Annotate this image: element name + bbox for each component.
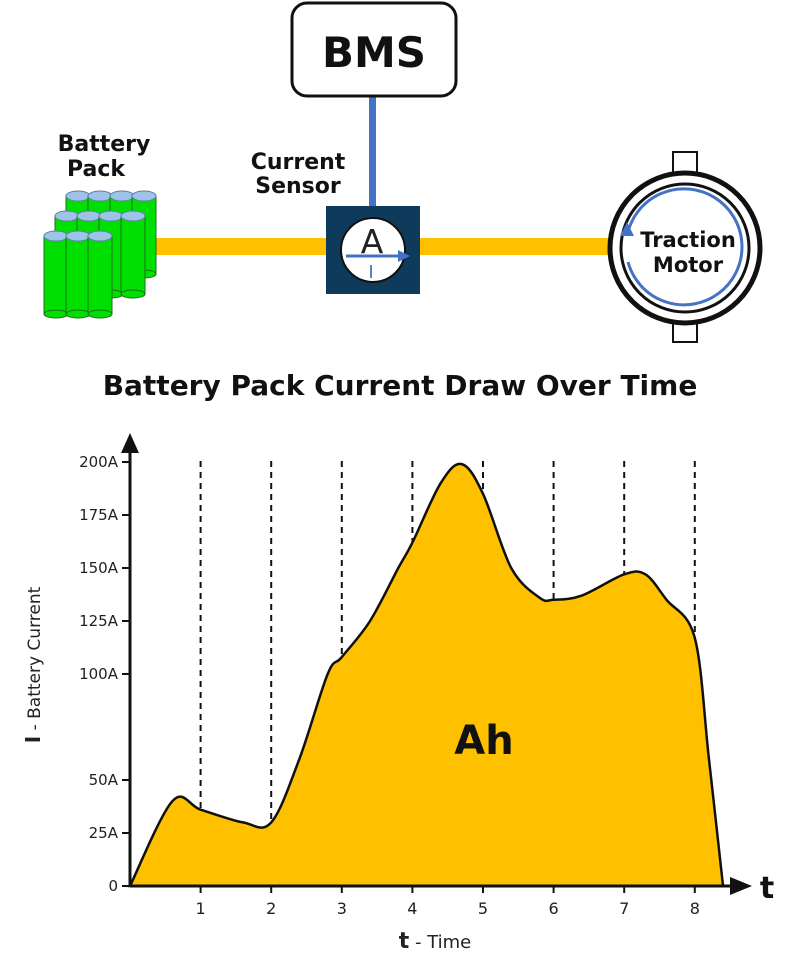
system-diagram: BMS A I Current Sensor Battery Pack Trac… <box>43 1 763 343</box>
current-sensor-label-line1: Current <box>251 150 346 175</box>
battery-cell <box>65 230 91 319</box>
y-axis-label: I - Battery Current <box>21 586 45 743</box>
x-tick-label: 3 <box>337 899 347 918</box>
x-axis-arrow-label: t <box>760 871 774 906</box>
traction-motor-icon <box>607 151 763 343</box>
current-symbol-subscript: I <box>368 262 373 283</box>
y-axis-arrowhead <box>121 433 139 453</box>
x-tick-label: 7 <box>619 899 629 918</box>
x-tick-label: 4 <box>407 899 417 918</box>
battery-cell <box>87 230 113 319</box>
x-tick-label: 2 <box>266 899 276 918</box>
x-axis-arrowhead <box>730 877 752 895</box>
y-tick-label: 100A <box>79 665 119 683</box>
traction-motor-label-line2: Motor <box>653 253 724 277</box>
ammeter-symbol: A <box>361 222 384 261</box>
chart-title: Battery Pack Current Draw Over Time <box>103 369 698 402</box>
battery-pack-label-line2: Pack <box>67 157 126 182</box>
battery-cell <box>120 210 146 299</box>
battery-pack-label-line1: Battery <box>58 132 151 157</box>
x-axis-label-symbol: t <box>399 929 410 954</box>
current-draw-chart: Ah t 0 25A 50A 100A 125A 150A 175A 200A 1 2 3 4 5 6 7… <box>21 433 774 954</box>
y-tick-label: 125A <box>79 612 119 630</box>
power-bus-left <box>128 238 333 255</box>
x-axis-label: t - Time <box>399 929 472 954</box>
current-area <box>127 462 725 888</box>
x-tick-label: 1 <box>196 899 206 918</box>
current-direction-arrowhead <box>398 250 410 262</box>
bms-label: BMS <box>322 28 426 77</box>
ammeter-dial <box>340 217 406 283</box>
y-tick-label: 0 <box>108 877 118 895</box>
traction-motor-label-line1: Traction <box>640 228 736 252</box>
x-axis-label-text: - Time <box>409 932 471 953</box>
y-tick-label: 200A <box>79 453 119 471</box>
power-bus-right <box>415 238 615 255</box>
y-axis-label-text: - Battery Current <box>25 586 45 735</box>
x-ticks: 1 2 3 4 5 6 7 8 <box>196 886 700 918</box>
x-tick-label: 8 <box>690 899 700 918</box>
battery-pack-icon <box>43 190 157 319</box>
rotation-arrowhead <box>620 222 634 236</box>
y-axis-label-symbol: I <box>21 736 45 743</box>
y-ticks: 0 25A 50A 100A 125A 150A 175A 200A <box>79 453 130 895</box>
rotation-arrow-icon <box>625 187 744 307</box>
y-tick-label: 50A <box>89 771 119 789</box>
bms-box <box>290 1 458 98</box>
y-tick-label: 25A <box>89 824 119 842</box>
bms-signal-wire <box>369 96 376 209</box>
battery-cell <box>43 230 69 319</box>
area-label-ah: Ah <box>454 718 513 764</box>
current-sensor-label-line2: Sensor <box>255 174 341 199</box>
x-tick-label: 5 <box>478 899 488 918</box>
y-tick-label: 150A <box>79 559 119 577</box>
x-tick-label: 6 <box>549 899 559 918</box>
y-tick-label: 175A <box>79 506 119 524</box>
